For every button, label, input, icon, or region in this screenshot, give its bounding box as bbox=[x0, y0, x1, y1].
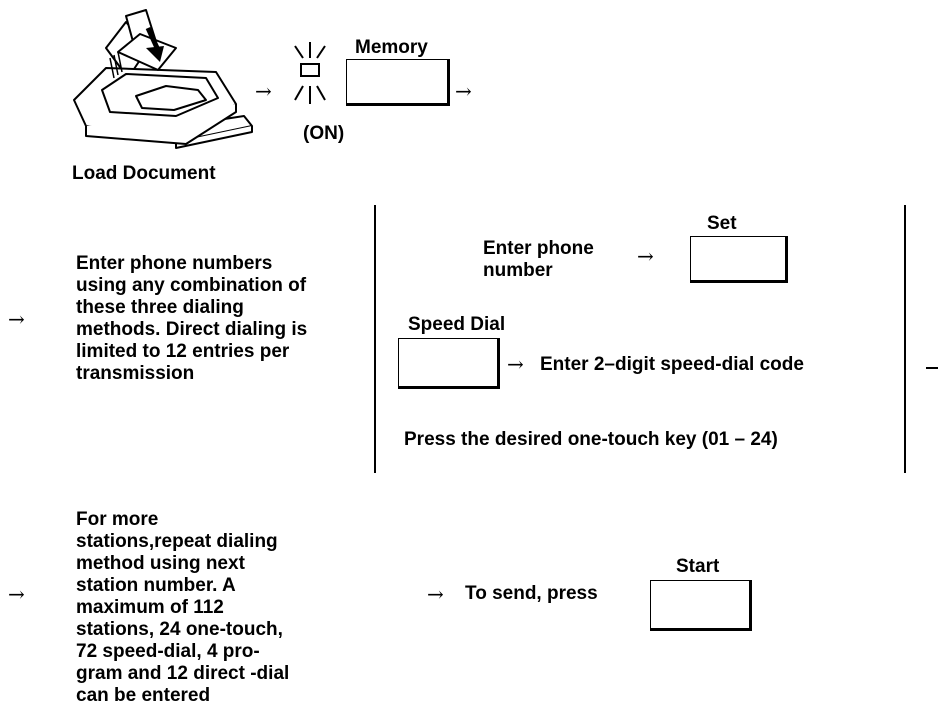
dialing-methods-description: Enter phone numbers using any combinatio… bbox=[76, 253, 308, 384]
speed-dial-key[interactable] bbox=[398, 338, 500, 389]
left-bracket-line bbox=[374, 205, 376, 473]
flow-arrow-7: → bbox=[427, 582, 444, 606]
load-document-label: Load Document bbox=[72, 163, 216, 184]
send-text: To send, press bbox=[465, 583, 598, 604]
start-key-label: Start bbox=[676, 556, 720, 577]
memory-key-label: Memory bbox=[355, 37, 428, 58]
flow-arrow-3: → bbox=[8, 307, 25, 331]
flow-arrow-2: → bbox=[455, 79, 472, 103]
set-key-label: Set bbox=[707, 213, 737, 234]
on-indicator-label: (ON) bbox=[303, 123, 345, 144]
flow-arrow-6: → bbox=[8, 582, 25, 606]
right-bracket-line bbox=[904, 205, 906, 473]
speed-dial-code-text: Enter 2–digit speed-dial code bbox=[540, 354, 804, 375]
fax-machine-icon bbox=[73, 9, 253, 149]
set-key[interactable] bbox=[690, 236, 788, 283]
flow-arrow-1: → bbox=[255, 79, 272, 103]
memory-lamp-icon bbox=[294, 42, 326, 104]
speed-dial-key-label: Speed Dial bbox=[408, 314, 506, 335]
memory-key[interactable] bbox=[346, 59, 450, 106]
one-touch-key-text: Press the desired one-touch key (01 – 24… bbox=[404, 429, 778, 450]
flow-arrow-5: → bbox=[507, 352, 524, 376]
continuation-dash bbox=[926, 367, 938, 369]
enter-phone-text: Enter phone number bbox=[483, 238, 594, 281]
flow-arrow-4: → bbox=[637, 244, 654, 268]
start-key[interactable] bbox=[650, 580, 752, 631]
more-stations-description: For more stations,repeat dialing method … bbox=[76, 509, 290, 706]
